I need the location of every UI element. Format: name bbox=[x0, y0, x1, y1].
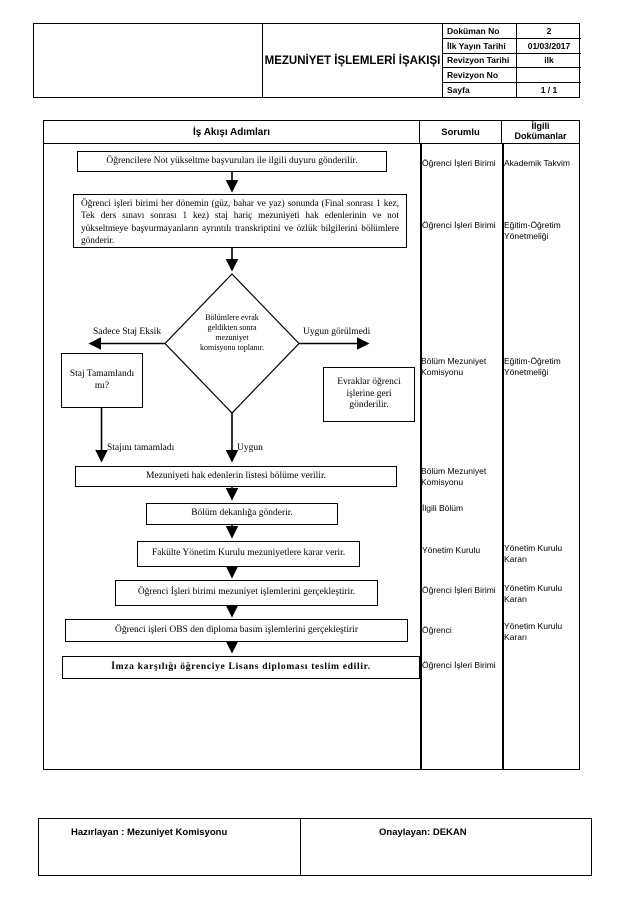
flow-box-evrak-return: Evraklar öğrenci işlerine geri gönderili… bbox=[323, 367, 415, 422]
responsible-entry: Yönetim Kurulu bbox=[422, 545, 481, 555]
document-info-table: Doküman No 2 İlk Yayın Tarihi 01/03/2017… bbox=[443, 24, 581, 97]
logo-cell bbox=[34, 24, 263, 97]
responsible-entry: Bölüm Mezuniyet Komisyonu bbox=[421, 356, 487, 378]
info-row: İlk Yayın Tarihi 01/03/2017 bbox=[443, 38, 581, 54]
flow-step-diploma-print: Öğrenci işleri OBS den diploma basım işl… bbox=[65, 619, 408, 642]
flow-step-announcement: Öğrencilere Not yükseltme başvuruları il… bbox=[77, 151, 387, 172]
responsible-entry: İlgili Bölüm bbox=[422, 503, 464, 513]
info-label: Revizyon Tarihi bbox=[443, 53, 517, 68]
info-label: Revizyon No bbox=[443, 68, 517, 83]
column-divider bbox=[502, 144, 504, 770]
column-divider bbox=[420, 144, 422, 770]
prepared-by: Hazırlayan : Mezuniyet Komisyonu bbox=[39, 819, 301, 875]
responsible-entry: Bölüm Mezuniyet Komisyonu bbox=[421, 466, 487, 488]
flow-step-graduation-process: Öğrenci İşleri birimi mezuniyet işlemler… bbox=[115, 580, 378, 606]
document-entry: Yönetim Kurulu Kararı bbox=[504, 621, 563, 643]
info-row: Revizyon Tarihi ilk bbox=[443, 53, 581, 69]
flow-step-list-given: Mezuniyeti hak edenlerin listesi bölüme … bbox=[75, 466, 397, 487]
document-entry: Yönetim Kurulu Kararı bbox=[504, 543, 563, 565]
info-label: Sayfa bbox=[443, 83, 517, 97]
info-value: 2 bbox=[546, 25, 552, 36]
workflow-table-header: İş Akışı Adımları Sorumlu İlgili Doküman… bbox=[44, 121, 579, 144]
info-label: İlk Yayın Tarihi bbox=[443, 38, 517, 53]
info-value: ilk bbox=[544, 55, 554, 66]
column-header-steps: İş Akışı Adımları bbox=[44, 121, 420, 143]
responsible-entry: Öğrenci İşleri Birimi bbox=[422, 660, 496, 670]
info-row: Doküman No 2 bbox=[443, 24, 581, 39]
label-uygun: Uygun bbox=[237, 443, 263, 453]
flow-step-diploma-delivery: İmza karşılığı öğrenciye Lisans diplomas… bbox=[62, 656, 420, 679]
column-header-documents: İlgili Dokümanlar bbox=[514, 121, 567, 141]
document-entry: Akademik Takvim bbox=[504, 158, 570, 168]
branch-label-uygun-gorulmedi: Uygun görülmedi bbox=[303, 327, 371, 337]
flow-step-transcripts: Öğrenci işleri birimi her dönemin (güz, … bbox=[73, 194, 407, 248]
responsible-entry: Öğrenci bbox=[422, 625, 452, 635]
document-entry: Eğitim-Öğretim Yönetmeliği bbox=[504, 220, 561, 242]
signature-table: Hazırlayan : Mezuniyet Komisyonu Onaylay… bbox=[38, 818, 592, 876]
page-title: MEZUNİYET İŞLEMLERİ İŞAKIŞI bbox=[263, 24, 443, 97]
responsible-entry: Öğrenci İşleri Birimi bbox=[422, 158, 496, 168]
responsible-entry: Öğrenci İşleri Birimi bbox=[422, 585, 496, 595]
decision-text: Bölümlere evrak geldikten sonra mezuniye… bbox=[200, 313, 264, 353]
flow-step-board-decision: Fakülte Yönetim Kurulu mezuniyetlere kar… bbox=[137, 541, 360, 567]
responsible-entry: Öğrenci İşleri Birimi bbox=[422, 220, 496, 230]
header-table: MEZUNİYET İŞLEMLERİ İŞAKIŞI Doküman No 2… bbox=[33, 23, 581, 98]
approved-by: Onaylayan: DEKAN bbox=[379, 827, 467, 838]
info-value bbox=[517, 68, 581, 82]
info-value: 1 / 1 bbox=[540, 85, 558, 96]
info-value: 01/03/2017 bbox=[527, 40, 571, 51]
document-entry: Yönetim Kurulu Kararı bbox=[504, 583, 563, 605]
flow-box-staj-question: Staj Tamamlandı mı? bbox=[61, 353, 143, 408]
flow-step-send-deanery: Bölüm dekanlığa gönderir. bbox=[146, 503, 338, 525]
document-entry: Eğitim-Öğretim Yönetmeliği bbox=[504, 356, 561, 378]
info-row: Sayfa 1 / 1 bbox=[443, 83, 581, 97]
label-staj-tamamladi: Stajını tamamladı bbox=[107, 443, 175, 453]
info-row: Revizyon No bbox=[443, 68, 581, 84]
column-header-responsible: Sorumlu bbox=[420, 121, 502, 143]
workflow-table: İş Akışı Adımları Sorumlu İlgili Doküman… bbox=[43, 120, 580, 770]
branch-label-staj-eksik: Sadece Staj Eksik bbox=[93, 327, 162, 337]
info-label: Doküman No bbox=[443, 24, 517, 38]
